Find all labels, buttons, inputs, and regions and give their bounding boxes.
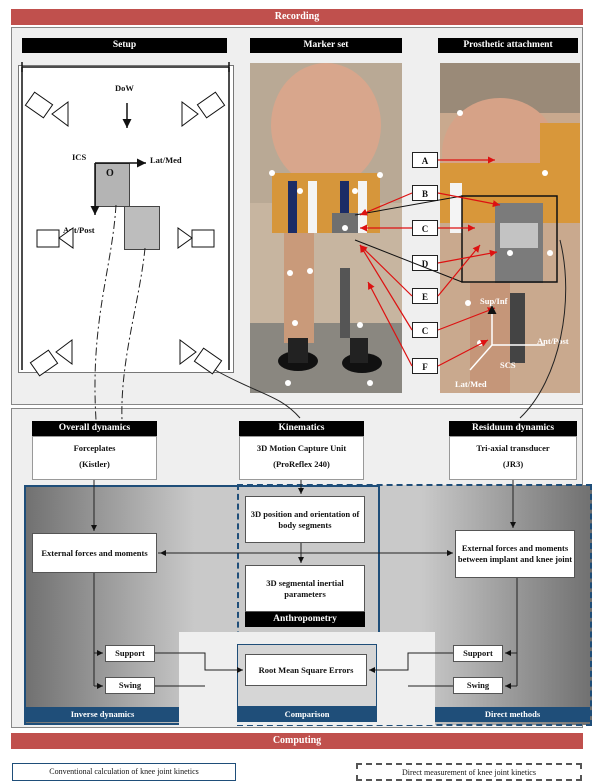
marker-tag-e: E xyxy=(412,288,438,304)
support-right-box: Support xyxy=(453,645,503,662)
kistler-label: (Kistler) xyxy=(79,459,110,469)
ics-label: ICS xyxy=(72,152,87,162)
inverse-dynamics-label: Inverse dynamics xyxy=(26,707,179,722)
motion-capture-box: 3D Motion Capture Unit (ProReflex 240) xyxy=(239,436,364,480)
scs-label: SCS xyxy=(500,360,516,370)
residuum-dynamics-header: Residuum dynamics xyxy=(449,421,577,436)
motion-capture-label: 3D Motion Capture Unit xyxy=(256,443,347,453)
prosthetic-header: Prosthetic attachment xyxy=(438,38,578,53)
lat-med-label: Lat/Med xyxy=(150,155,182,165)
camera-5-label: 5 xyxy=(199,231,204,241)
marker-tag-f: F xyxy=(412,358,438,374)
marker-set-photo xyxy=(250,63,402,393)
marker-tag-d: D xyxy=(412,255,438,271)
dow-label: DoW xyxy=(115,83,134,93)
scs-ant-post-label: Ant/Post xyxy=(537,336,569,346)
support-left-box: Support xyxy=(105,645,155,662)
legend-conventional: Conventional calculation of knee joint k… xyxy=(12,763,236,781)
computing-band: Computing xyxy=(11,733,583,749)
ant-post-label: Ant/Post xyxy=(63,225,95,235)
recording-band: Recording xyxy=(11,9,583,25)
direct-methods-dashed-frame xyxy=(237,484,592,726)
scs-lat-med-label: Lat/Med xyxy=(455,379,487,389)
jr3-label: (JR3) xyxy=(502,459,524,469)
swing-right-box: Swing xyxy=(453,677,503,694)
marker-tag-a: A xyxy=(412,152,438,168)
anthropometry-header: Anthropometry xyxy=(245,612,365,627)
origin-label: O xyxy=(106,168,114,179)
camera-2-label: 2 xyxy=(44,231,49,241)
camera-3-label: 3 xyxy=(30,97,35,107)
proreflex-label: (ProReflex 240) xyxy=(273,459,330,469)
transducer-box: Tri-axial transducer (JR3) xyxy=(449,436,577,480)
transducer-label: Tri-axial transducer xyxy=(476,443,550,453)
setup-header: Setup xyxy=(22,38,227,53)
position-orientation-box: 3D position and orientation of body segm… xyxy=(245,496,365,543)
legend-direct: Direct measurement of knee joint kinetic… xyxy=(356,763,582,781)
overall-dynamics-header: Overall dynamics xyxy=(32,421,157,436)
swing-left-box: Swing xyxy=(105,677,155,694)
direct-methods-label: Direct methods xyxy=(435,707,590,722)
camera-6-label: 6 xyxy=(204,359,209,369)
camera-1-label: 1 xyxy=(40,360,45,370)
marker-set-header: Marker set xyxy=(250,38,402,53)
kinematics-header: Kinematics xyxy=(239,421,364,436)
forceplates-label: Forceplates xyxy=(73,443,116,453)
sup-inf-label: Sup/Inf xyxy=(480,296,508,306)
marker-tag-b: B xyxy=(412,185,438,201)
forceplates-box: Forceplates (Kistler) xyxy=(32,436,157,480)
marker-tag-c2: C xyxy=(412,322,438,338)
external-forces-right-box: External forces and moments between impl… xyxy=(455,530,575,578)
rmse-box: Root Mean Square Errors xyxy=(245,654,367,686)
comparison-label: Comparison xyxy=(237,707,377,722)
forceplate-2 xyxy=(124,206,160,250)
external-forces-left-box: External forces and moments xyxy=(32,533,157,573)
inertial-parameters-box: 3D segmental inertial parameters xyxy=(245,565,365,612)
camera-4-label: 4 xyxy=(205,97,210,107)
marker-tag-c: C xyxy=(412,220,438,236)
